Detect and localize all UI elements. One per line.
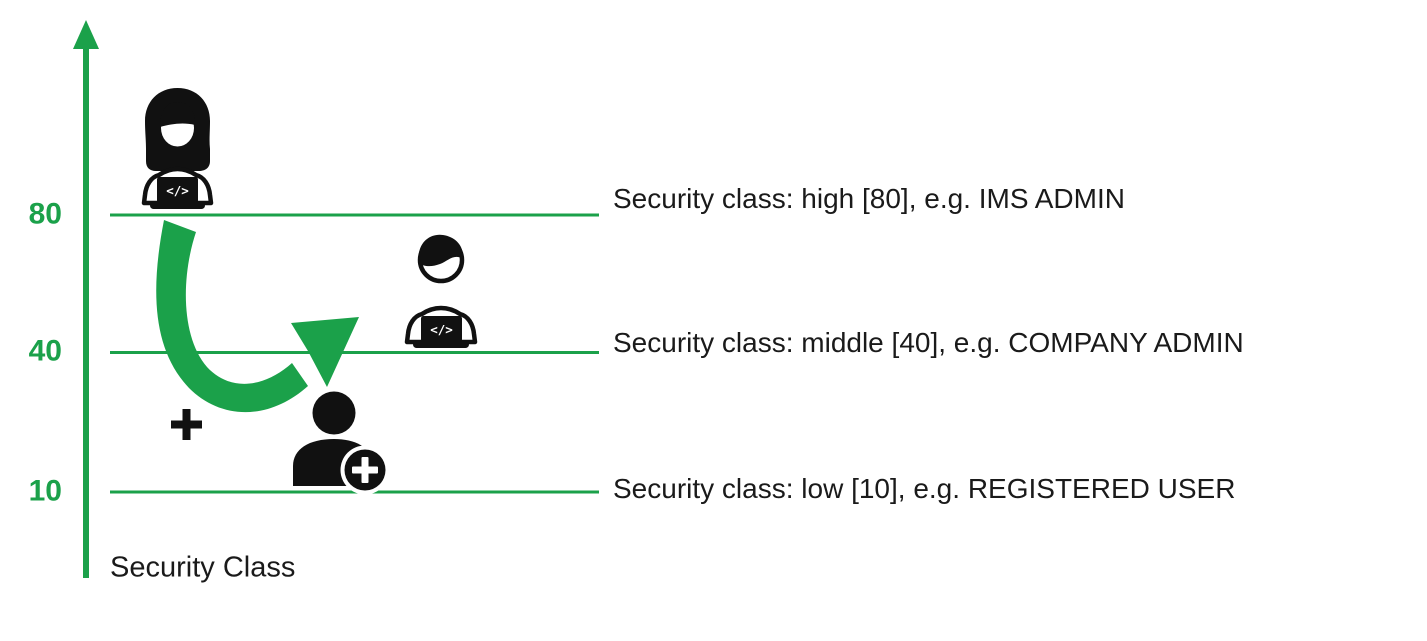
axis-caption: Security Class [110, 551, 296, 584]
axis-tick-40: 40 [28, 334, 62, 368]
axis-tick-10: 10 [28, 474, 62, 508]
add-user-icon [293, 391, 390, 495]
code-glyph: </> [430, 322, 453, 337]
plus-icon [171, 409, 202, 440]
level-label-low: Security class: low [10], e.g. REGISTERE… [613, 472, 1236, 504]
level-label-middle: Security class: middle [40], e.g. COMPAN… [613, 326, 1244, 358]
code-glyph: </> [166, 183, 189, 198]
curved-promotion-arrow-icon [156, 220, 359, 413]
axis-arrowhead-icon [73, 20, 99, 49]
female-developer-laptop-icon: </> [141, 88, 214, 209]
axis-tick-80: 80 [28, 197, 62, 231]
level-label-high: Security class: high [80], e.g. IMS ADMI… [613, 182, 1125, 214]
male-developer-laptop-icon: </> [404, 234, 478, 348]
